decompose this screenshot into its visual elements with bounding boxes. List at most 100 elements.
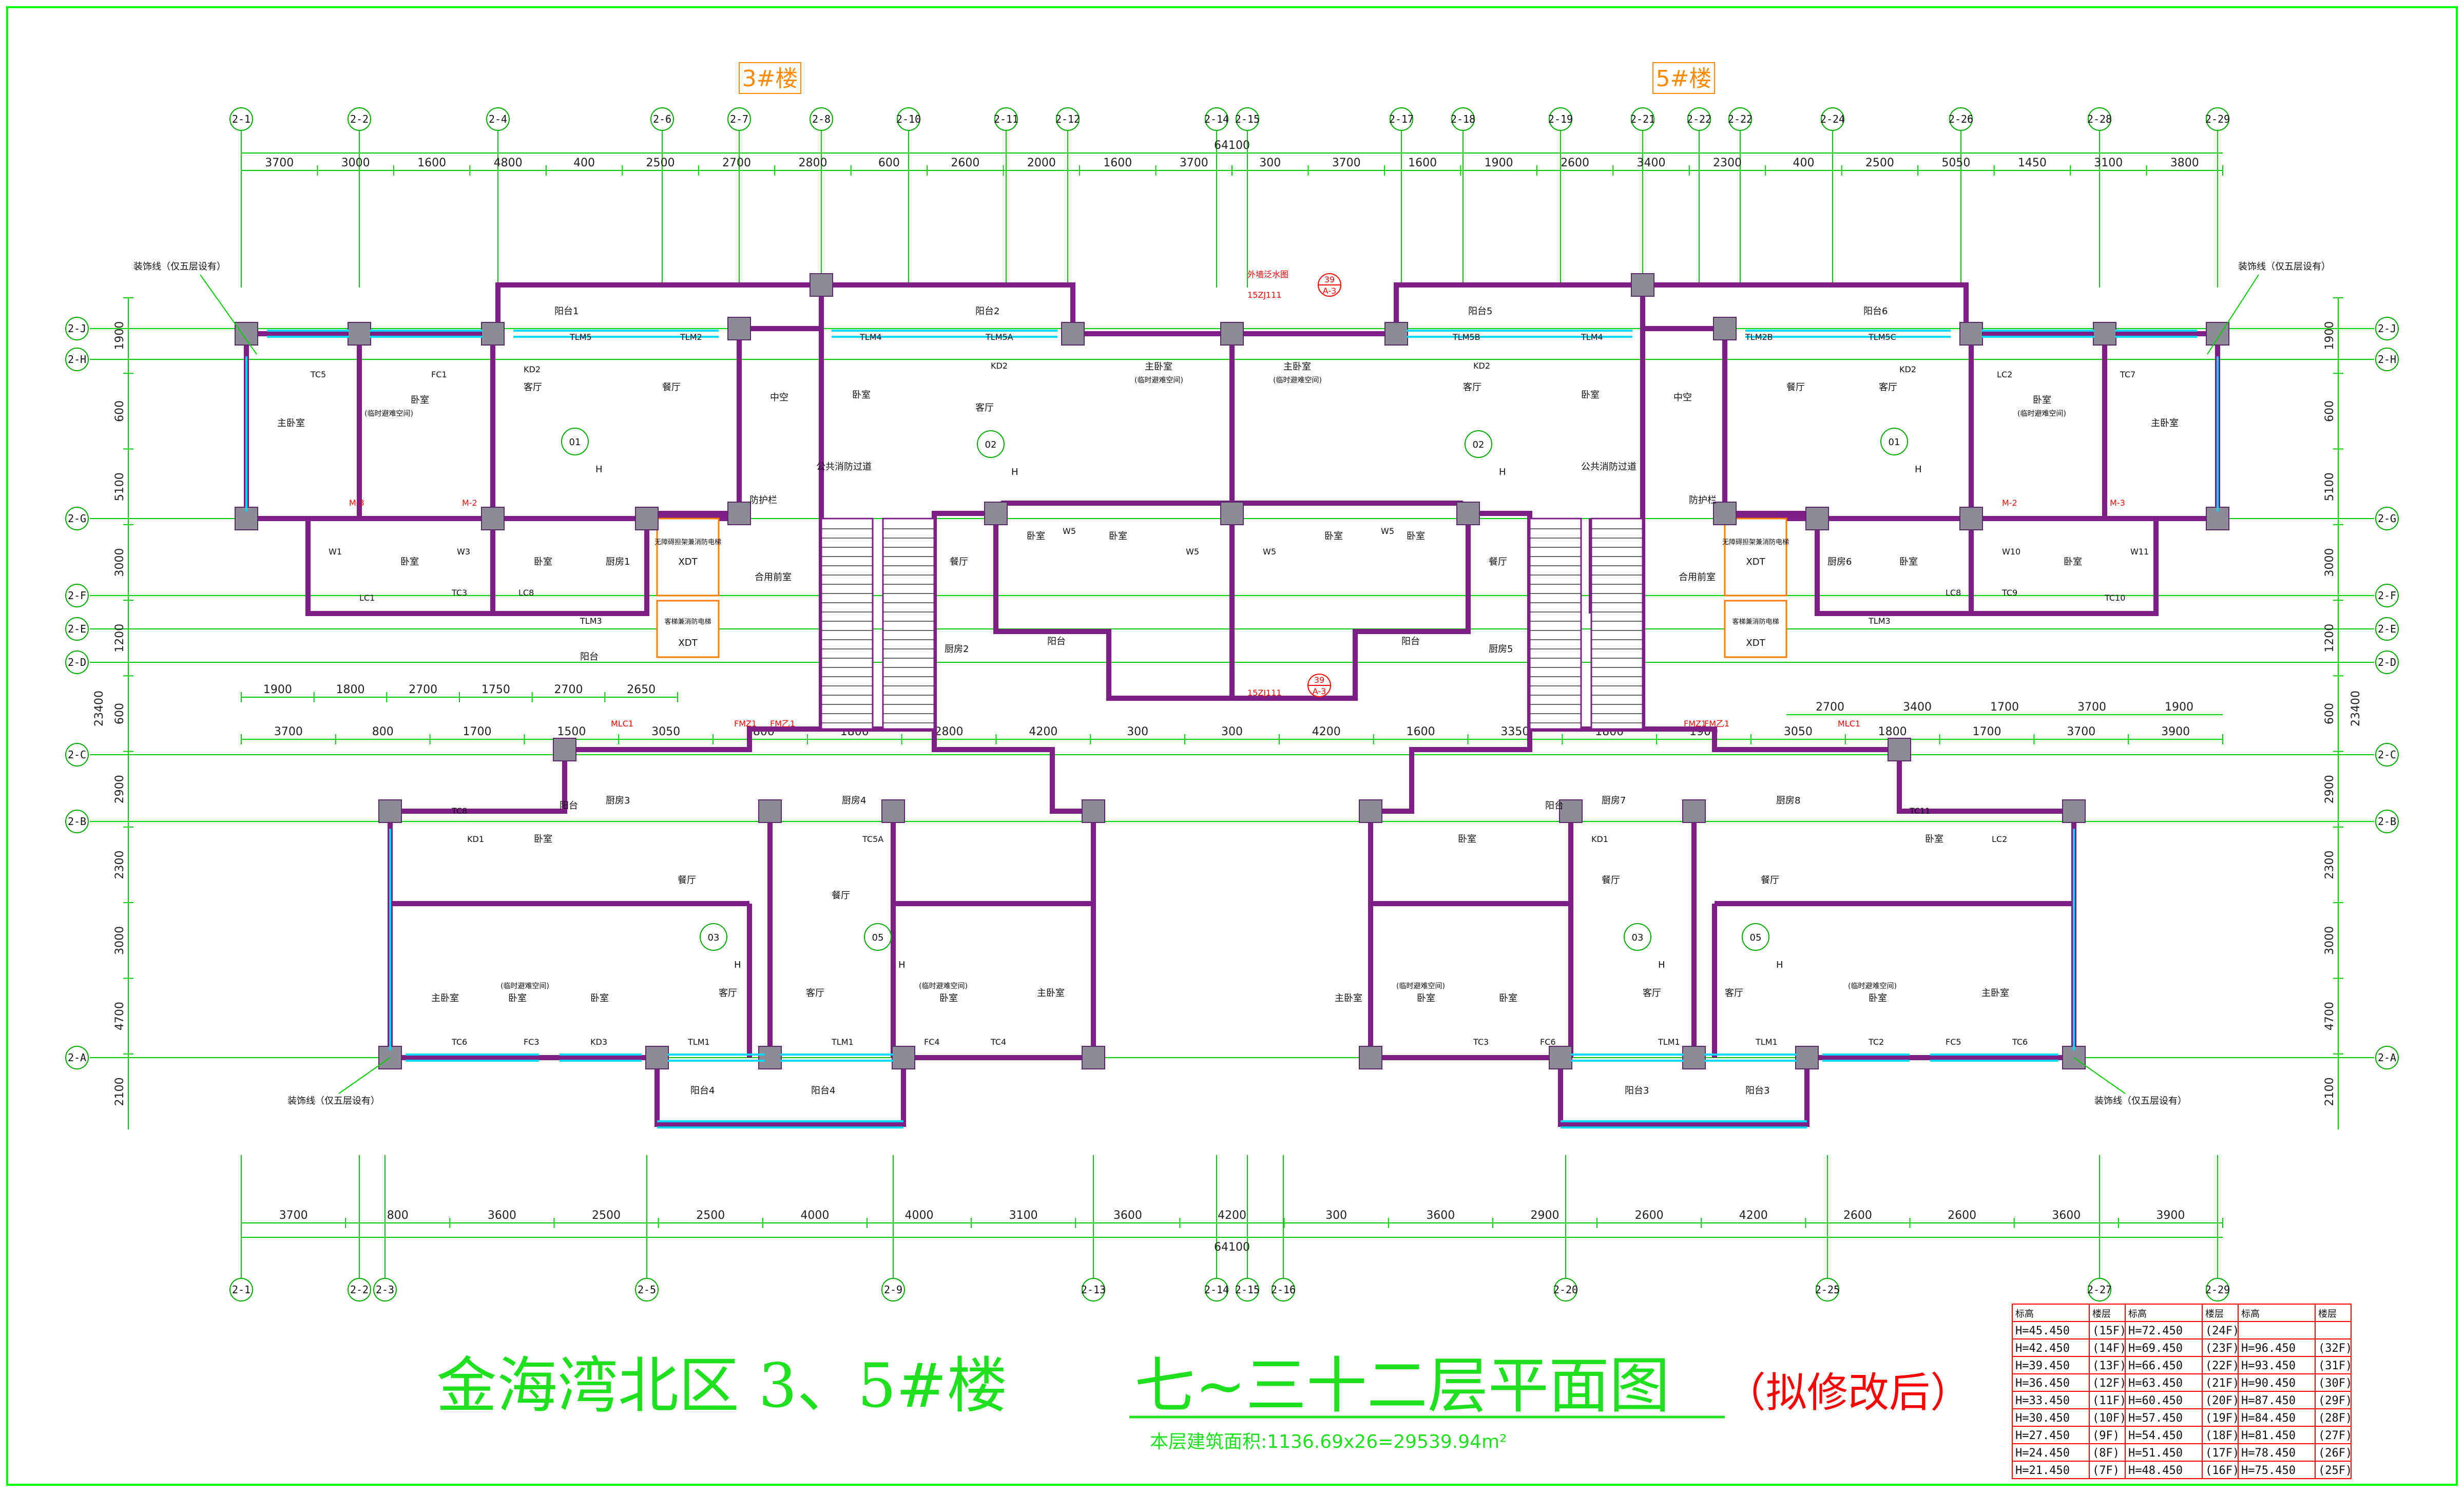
elevation-cell-text: H=48.450 <box>2128 1464 2183 1477</box>
dim-value: 2700 <box>409 683 437 696</box>
component-tag: TC3 <box>1473 1037 1489 1047</box>
column <box>1888 738 1911 761</box>
component-tag: TLM1 <box>831 1037 854 1047</box>
title-suffix: （拟修改后） <box>1725 1369 1971 1417</box>
door-tag: M-3 <box>349 498 364 508</box>
elevator-1-label: 无障碍担架兼消防电梯 <box>654 538 721 546</box>
room-balcony-2b: 阳台 <box>1047 636 1066 647</box>
grid-bubble-top-19: 2-28 <box>2087 107 2112 131</box>
grid-label: 2-8 <box>812 113 831 125</box>
unit-marker-02: 02H <box>1465 430 1506 477</box>
column <box>481 507 505 530</box>
elevator-1-xdt: XDT <box>678 557 698 567</box>
door-tag: FMZ1 <box>734 719 757 729</box>
grid-label: 2-1 <box>232 113 251 125</box>
unit-number: 03 <box>1632 932 1644 943</box>
grid-bubble-side-5: 2-D <box>2375 650 2399 674</box>
dim-value: 2100 <box>113 1077 126 1106</box>
component-tag: TLM5A <box>985 332 1013 342</box>
column <box>235 322 258 346</box>
unit-number: 02 <box>985 439 997 450</box>
grid-label: 2-D <box>2378 656 2396 668</box>
dim-value: 1750 <box>482 683 510 696</box>
elevation-cell-text: H=84.450 <box>2241 1412 2296 1425</box>
grid-label: 2-15 <box>1235 113 1260 125</box>
room-dining-2: 餐厅 <box>950 557 968 567</box>
dim-value: 5100 <box>2323 472 2336 501</box>
grid-label: 2-E <box>2378 623 2396 635</box>
room-bedroom-21: 卧室 <box>1925 834 1943 845</box>
room-bedroom-4: 卧室 <box>852 390 871 400</box>
component-tag: FC6 <box>1540 1037 1556 1047</box>
column <box>635 507 659 530</box>
column <box>2093 322 2116 346</box>
grid-bubble-bottom-8: 2-16 <box>1271 1278 1296 1301</box>
grid-label: 2-26 <box>1949 113 1973 125</box>
dim-value: 800 <box>372 725 394 738</box>
grid-bubble-side-7: 2-B <box>65 810 89 833</box>
component-tag: TLM2B <box>1745 332 1773 342</box>
dim-value: 3600 <box>488 1209 516 1222</box>
grid-label: 2-14 <box>1204 1284 1229 1296</box>
room-dining-3: 餐厅 <box>1489 557 1507 567</box>
unit-marker-01: 01H <box>1880 428 1922 475</box>
dim-value: 3900 <box>2161 725 2190 738</box>
room-master-bedroom-3: 主卧室 <box>1283 361 1311 372</box>
room-bedroom-10: 卧室 <box>2033 395 2051 406</box>
grid-label: 2-29 <box>2205 1284 2230 1296</box>
elevation-cell <box>2089 1408 2126 1427</box>
room-bedroom-17: 卧室 <box>1458 834 1476 845</box>
unit-marker-03: 03H <box>1624 923 1665 970</box>
component-tag: KD2 <box>524 365 541 374</box>
grid-label: 2-24 <box>1820 113 1845 125</box>
grid-bubble-top-13: 2-19 <box>1548 107 1573 131</box>
column <box>1082 799 1105 823</box>
grid-bubble-top-7: 2-11 <box>994 107 1018 131</box>
elevation-cell-text: 标高 <box>2015 1309 2034 1319</box>
building-label-3: 3#楼 <box>739 62 801 94</box>
elevation-cell <box>2125 1304 2203 1322</box>
grid-bubble-top-3: 2-6 <box>650 107 674 131</box>
elevation-cell-text: (12F) <box>2092 1377 2126 1390</box>
component-tag: W1 <box>329 547 342 557</box>
elevation-cell-text: (7F) <box>2092 1464 2120 1477</box>
column <box>881 799 905 823</box>
title-main: 金海湾北区 3、5#楼 <box>436 1350 1008 1421</box>
elevation-cell-text: H=39.450 <box>2015 1360 2070 1372</box>
deco-note-tl: 装饰线（仅五层设有） <box>133 261 226 272</box>
dim-value: 2800 <box>798 157 827 169</box>
unit-h-mark: H <box>1776 960 1783 970</box>
component-tag: TLM2 <box>680 332 702 342</box>
dim-value: 2300 <box>113 851 126 879</box>
elevation-cell-text: (18F) <box>2205 1429 2239 1442</box>
door-tag: FMZ1 <box>1684 719 1706 729</box>
dim-value: 2000 <box>1027 157 1056 169</box>
elevation-cell-text: H=30.450 <box>2015 1412 2070 1425</box>
dim-value: 3400 <box>1903 701 1932 714</box>
room-refuge-2: (临时避难空间) <box>1134 376 1183 385</box>
dim-value: 2700 <box>554 683 583 696</box>
elevation-cell-text: H=81.450 <box>2241 1429 2296 1442</box>
column <box>984 502 1008 525</box>
room-dining-1: 餐厅 <box>662 382 681 393</box>
building-walls <box>244 282 2220 1127</box>
room-dining-7: 餐厅 <box>1602 875 1620 886</box>
room-balcony-7b: 阳台 <box>1545 800 1564 811</box>
dim-value: 4000 <box>800 1209 829 1222</box>
grid-label: 2-1 <box>232 1284 251 1296</box>
dim-value: 2500 <box>646 157 675 169</box>
dim-value: 3000 <box>2323 548 2336 577</box>
grid-bubble-side-1: 2-H <box>65 348 89 371</box>
component-tag: W5 <box>1263 547 1276 557</box>
grid-bubble-bottom-9: 2-20 <box>1553 1278 1578 1301</box>
room-kitchen-2: 厨房2 <box>945 644 969 655</box>
elevation-cell-text: (11F) <box>2092 1394 2126 1407</box>
elevation-cell <box>2012 1321 2090 1339</box>
grid-bubble-top-15: 2-22 <box>1687 107 1711 131</box>
column <box>1805 507 1829 530</box>
dim-value: 4200 <box>1312 725 1341 738</box>
room-refuge-7: (临时避难空间) <box>1396 982 1445 990</box>
room-refuge-6: (临时避难空间) <box>919 982 968 990</box>
elevation-cell-text: (16F) <box>2205 1464 2239 1477</box>
